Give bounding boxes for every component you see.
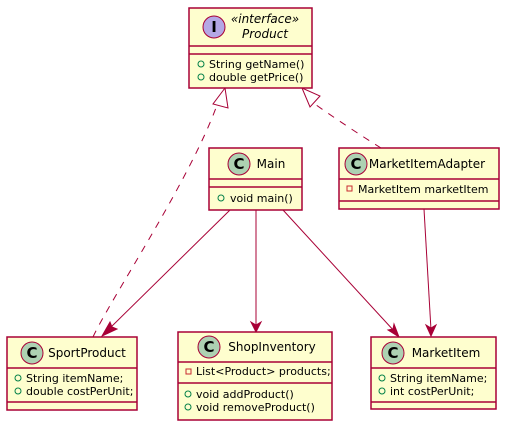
class-badge-icon (381, 341, 405, 365)
class-product: I «interface» Product String getName() d… (188, 7, 313, 89)
stereotype-label: «interface» (231, 12, 299, 26)
member: void addProduct() (196, 388, 294, 401)
private-marker-icon (346, 185, 353, 192)
member: MarketItem marketItem (358, 183, 488, 196)
interface-badge-icon (202, 15, 226, 39)
badge-letter: I (211, 18, 217, 36)
class-badge-icon (227, 152, 251, 176)
class-name: ShopInventory (228, 340, 316, 354)
association-adapter-to-market (423, 208, 432, 331)
badge-letter: C (26, 344, 37, 362)
realization-arrowhead-adapter (301, 87, 321, 108)
arrowhead-adapter-to-market (424, 323, 438, 338)
arrowhead-main-to-market (386, 322, 401, 339)
member: String getName() (209, 58, 304, 71)
badge-letter: C (350, 155, 361, 173)
association-main-to-sport (107, 209, 231, 331)
class-name: Product (242, 27, 289, 41)
class-name: Main (257, 157, 286, 171)
member: void main() (230, 192, 293, 205)
public-marker-icon (184, 390, 192, 398)
class-shop-inventory: C ShopInventory List<Product> products; … (177, 331, 333, 421)
member: double getPrice() (209, 71, 303, 84)
class-badge-icon (20, 341, 44, 365)
realization-adapter-to-product (311, 101, 382, 149)
class-market-item: C MarketItem String itemName; int costPe… (370, 336, 497, 410)
member: String itemName; (26, 372, 123, 385)
class-badge-icon (344, 152, 368, 176)
arrowhead-main-to-shop (249, 320, 263, 334)
public-marker-icon (197, 60, 205, 68)
class-name: MarketItemAdapter (369, 157, 485, 171)
badge-letter: C (233, 155, 244, 173)
realization-sport-to-product (92, 104, 218, 338)
badge-letter: C (387, 344, 398, 362)
member: void removeProduct() (196, 401, 315, 414)
realization-arrowhead-sport (212, 86, 229, 109)
public-marker-icon (197, 73, 205, 81)
member: List<Product> products; (196, 365, 331, 378)
class-name: MarketItem (412, 346, 481, 360)
public-marker-icon (184, 403, 192, 411)
member: double costPerUnit; (26, 385, 133, 398)
public-marker-icon (378, 374, 386, 382)
public-marker-icon (14, 387, 22, 395)
member: int costPerUnit; (390, 385, 474, 398)
association-main-to-market (282, 209, 396, 333)
class-name: SportProduct (48, 346, 126, 360)
class-sport-product: C SportProduct String itemName; double c… (6, 336, 138, 411)
member: String itemName; (390, 372, 487, 385)
public-marker-icon (14, 374, 22, 382)
class-market-item-adapter: C MarketItemAdapter MarketItem marketIte… (338, 147, 500, 210)
private-marker-icon (185, 368, 192, 375)
arrowhead-main-to-sport (100, 320, 119, 338)
class-badge-icon (197, 335, 221, 359)
class-main: C Main void main() (208, 147, 303, 211)
badge-letter: C (203, 338, 214, 356)
public-marker-icon (378, 387, 386, 395)
public-marker-icon (217, 194, 225, 202)
